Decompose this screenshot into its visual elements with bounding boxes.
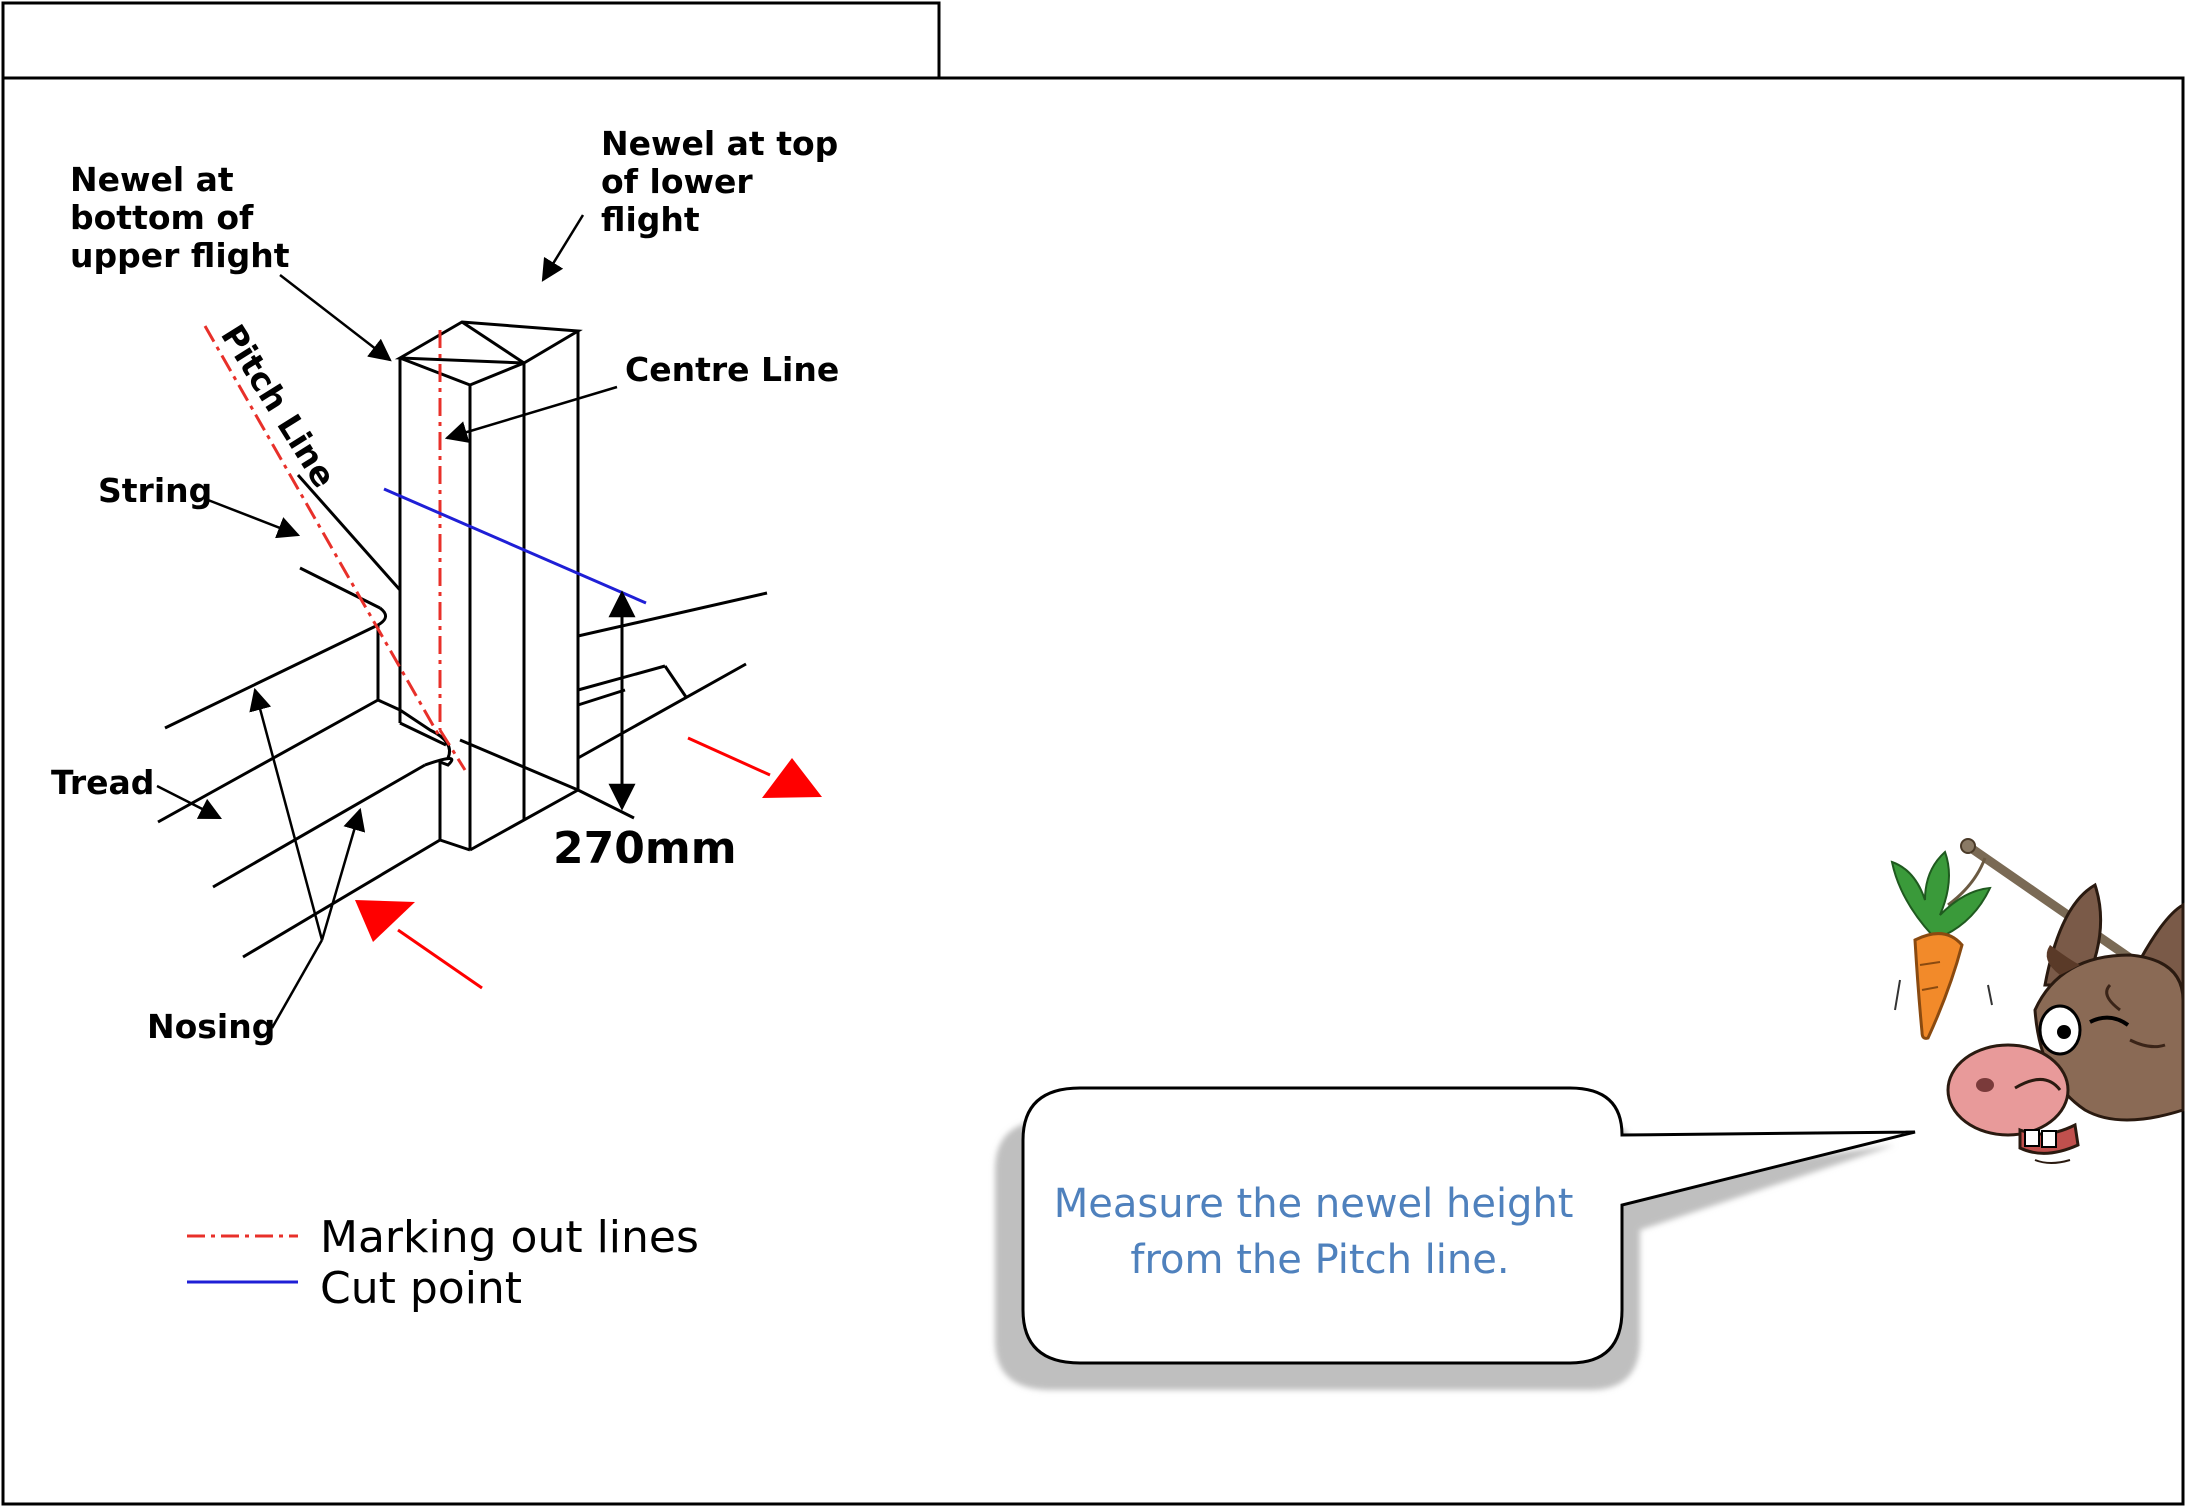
- label-centre-line: Centre Line: [625, 350, 839, 389]
- cut-point-line: [383, 487, 647, 605]
- legend-label-cut-point: Cut point: [320, 1263, 522, 1314]
- direction-arrow-lower: [355, 900, 483, 990]
- label-dimension-270mm: 270mm: [553, 823, 737, 874]
- nosing-leader-stem: [270, 939, 324, 1029]
- label-string: String: [98, 471, 212, 510]
- treads: [157, 623, 471, 959]
- newel-post: [394, 320, 583, 852]
- label-tread: Tread: [51, 763, 154, 802]
- label-newel-bottom-upper-flight: Newel at bottom of upper flight: [70, 160, 290, 275]
- donkey-with-carrot-icon: [1890, 838, 2185, 1164]
- string: [296, 474, 402, 627]
- legend: Marking out lines Cut point: [187, 1212, 699, 1314]
- label-newel-top-lower-flight: Newel at top of lower flight: [601, 124, 850, 239]
- direction-arrow-upper: [687, 736, 822, 798]
- legend-label-marking-out: Marking out lines: [320, 1212, 699, 1263]
- marking-out-lines: [203, 325, 467, 771]
- speech-bubble-body: [1021, 1086, 1916, 1365]
- leader-lines: [156, 214, 618, 941]
- label-nosing: Nosing: [147, 1007, 275, 1046]
- dimension-tick: [577, 788, 635, 820]
- speech-bubble-text: Measure the newel height from the Pitch …: [1054, 1181, 1586, 1283]
- speech-bubble: Measure the newel height from the Pitch …: [995, 1086, 1916, 1390]
